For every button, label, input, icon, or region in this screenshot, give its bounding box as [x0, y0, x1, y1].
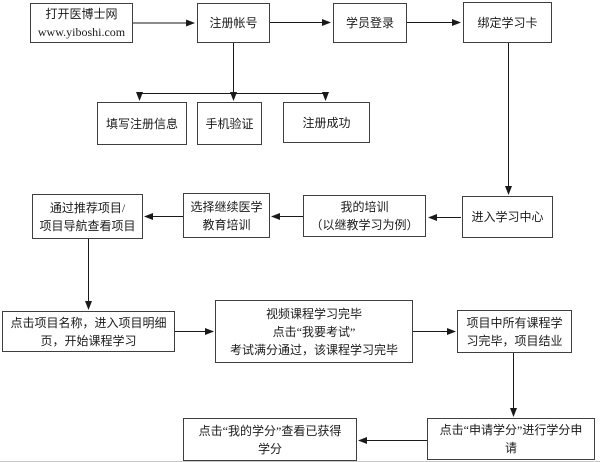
node-open-site: 打开医博士网 www.yiboshi.com	[30, 3, 133, 43]
node-view-credit: 点击“我的学分”查看已获得 学分	[183, 418, 357, 461]
node-view-projects: 通过推荐项目/ 项目导航查看项目	[32, 194, 143, 239]
node-my-training: 我的培训 （以继教学习为例）	[303, 195, 426, 237]
node-fill-info: 填写注册信息	[97, 102, 187, 145]
node-enter-center: 进入学习中心	[462, 196, 553, 238]
node-student-login: 学员登录	[333, 3, 407, 43]
node-apply-credit: 点击“申请学分”进行学分申 请	[427, 418, 595, 460]
node-choose-cme: 选择继续医学 教育培训	[183, 193, 270, 238]
node-project-complete: 项目中所有课程学 习完毕，项目结业	[457, 310, 572, 353]
node-phone-verify: 手机验证	[197, 102, 262, 145]
node-video-exam: 视频课程学习完毕 点击“我要考试” 考试满分通过，该课程学习完毕	[215, 300, 413, 363]
node-register-account: 注册帐号	[197, 3, 270, 43]
node-click-project: 点击项目名称，进入项目明细 页，开始课程学习	[2, 311, 175, 352]
node-bind-card: 绑定学习卡	[463, 2, 552, 43]
node-register-success: 注册成功	[283, 102, 370, 143]
